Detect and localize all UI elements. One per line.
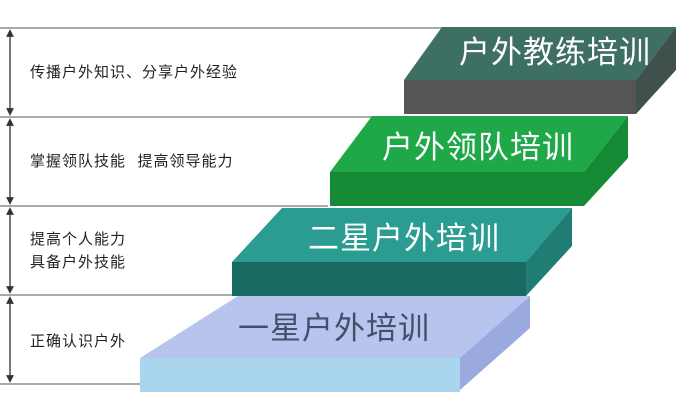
step-4-title: 户外教练培训 [459, 35, 651, 71]
step-1-description: 正确认识户外 [30, 330, 126, 353]
step-1-description-line: 正确认识户外 [30, 332, 127, 350]
step-2-description-line-2: 具备户外技能 [30, 253, 127, 271]
step-1-top-face [140, 296, 530, 358]
step-1-front-face [140, 358, 460, 392]
step-2-front-face [232, 262, 526, 296]
step-3-side-face [584, 116, 628, 206]
step-3-title: 户外领队培训 [382, 130, 574, 166]
step-2-description: 提高个人能力 具备户外技能 [30, 228, 126, 274]
step-3-description: 掌握领队技能 提高领导能力 [30, 150, 234, 173]
step-2-side-face [526, 208, 572, 296]
step-1-side-face [460, 296, 530, 390]
step-3-block [330, 116, 628, 206]
step-3-description-line: 掌握领队技能 提高领导能力 [30, 152, 234, 170]
step-3-top-face [330, 116, 628, 172]
step-4-block [404, 27, 676, 114]
step-2-description-line-1: 提高个人能力 [30, 230, 127, 248]
step-1-block [140, 296, 530, 392]
step-2-top-face [232, 208, 572, 262]
step-2-title: 二星户外培训 [308, 221, 500, 257]
step-4-side-face [636, 27, 676, 114]
step-4-top-face [404, 27, 676, 80]
step-3-front-face [330, 172, 584, 206]
step-4-front-face [404, 80, 636, 114]
step-1-title: 一星户外培训 [238, 311, 430, 347]
step-2-block [232, 208, 572, 296]
step-4-description: 传播户外知识、分享户外经验 [30, 61, 238, 84]
step-4-description-line: 传播户外知识、分享户外经验 [30, 63, 239, 81]
